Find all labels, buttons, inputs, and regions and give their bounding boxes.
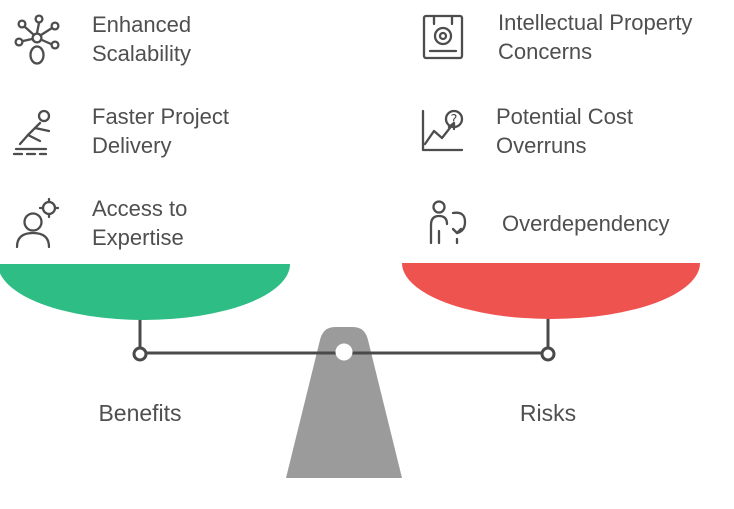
risks-label: Risks <box>519 400 577 426</box>
benefits-pivot-circle <box>132 346 148 362</box>
risk-item-label: Overdependency <box>502 210 670 236</box>
benefits-pan <box>0 264 290 320</box>
risks-pan <box>402 263 700 319</box>
risk-item-cost: ? Potential Cost Overruns <box>412 102 686 160</box>
risk-item-overdependency: Overdependency <box>418 194 670 252</box>
question-mark-glyph: ? <box>451 113 458 128</box>
risk-item-ip: Intellectual Property Concerns <box>414 8 733 66</box>
ip-stamp-icon <box>414 8 472 66</box>
risks-pivot-circle <box>540 346 556 362</box>
benefit-item-scalability: Enhanced Scalability <box>8 10 244 68</box>
risk-item-label: Potential Cost Overruns <box>496 104 633 158</box>
benefit-item-label: Enhanced Scalability <box>92 12 192 66</box>
fast-delivery-icon <box>8 102 66 160</box>
risk-item-label: Intellectual Property Concerns <box>498 10 693 64</box>
fulcrum-pivot-circle <box>335 343 353 361</box>
benefit-item-label: Access to Expertise <box>92 196 188 250</box>
benefit-item-label: Faster Project Delivery <box>92 104 229 158</box>
expertise-icon <box>8 194 66 252</box>
benefits-label: Benefits <box>98 400 182 426</box>
cost-overrun-chart-icon: ? <box>412 102 470 160</box>
overdependency-icon <box>418 194 476 252</box>
scalability-network-icon <box>8 10 66 68</box>
benefit-item-delivery: Faster Project Delivery <box>8 102 244 160</box>
benefit-item-expertise: Access to Expertise <box>8 194 244 252</box>
fulcrum <box>286 327 402 478</box>
